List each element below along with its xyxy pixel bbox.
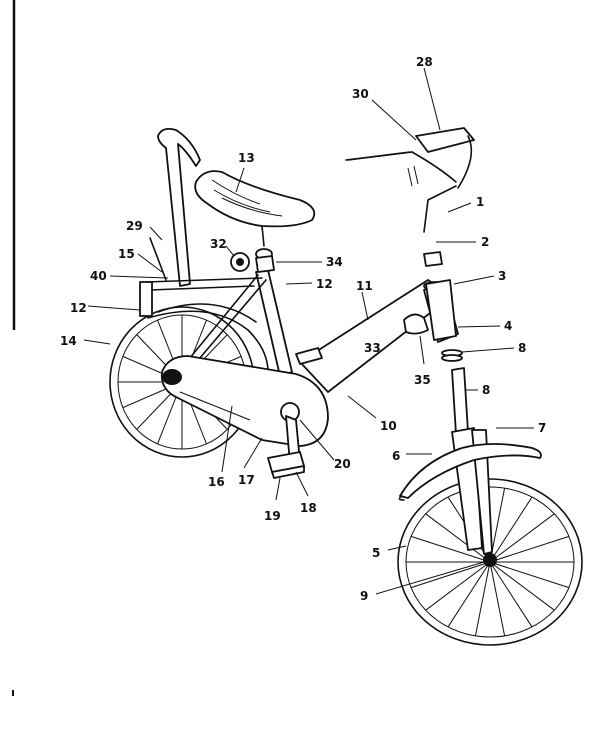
callout-6: 6 bbox=[392, 449, 400, 463]
stem-bolt bbox=[423, 251, 443, 267]
front-spoke bbox=[447, 561, 491, 628]
rear-pedal bbox=[295, 347, 323, 365]
fork-stem bbox=[451, 367, 469, 435]
frame bbox=[179, 269, 459, 393]
callout-7: 7 bbox=[538, 421, 546, 435]
pedal bbox=[267, 451, 305, 479]
front-spoke bbox=[425, 561, 491, 611]
callout-35: 35 bbox=[414, 373, 431, 387]
callout-4: 4 bbox=[504, 319, 512, 333]
callout-8a: 8 bbox=[518, 341, 526, 355]
front-spoke bbox=[489, 496, 533, 563]
callout-40: 40 bbox=[90, 269, 107, 283]
callout-20: 20 bbox=[334, 457, 351, 471]
scan-dot bbox=[12, 690, 14, 696]
callout-30: 30 bbox=[352, 87, 369, 101]
sissy-bar bbox=[157, 127, 201, 287]
front-spoke bbox=[489, 561, 506, 636]
callout-29: 29 bbox=[126, 219, 143, 233]
front-spoke bbox=[410, 561, 491, 589]
leader-lines bbox=[83, 67, 534, 595]
callout-34: 34 bbox=[326, 255, 343, 269]
front-spoke bbox=[489, 561, 555, 611]
callout-11: 11 bbox=[356, 279, 373, 293]
front-spoke bbox=[489, 561, 570, 589]
callout-3: 3 bbox=[498, 269, 506, 283]
callout-10: 10 bbox=[380, 419, 397, 433]
callout-12a: 12 bbox=[70, 301, 87, 315]
callout-1: 1 bbox=[476, 195, 484, 209]
front-spoke bbox=[489, 513, 555, 563]
callout-28: 28 bbox=[416, 55, 433, 69]
front-spoke bbox=[489, 535, 570, 563]
callout-33: 33 bbox=[364, 341, 381, 355]
front-spoke bbox=[489, 561, 533, 628]
rear-fender bbox=[147, 310, 269, 373]
callout-5: 5 bbox=[372, 546, 380, 560]
callout-32: 32 bbox=[210, 237, 227, 251]
callout-15: 15 bbox=[118, 247, 135, 261]
front-spoke bbox=[474, 561, 491, 636]
front-spoke bbox=[410, 535, 491, 563]
callout-9: 9 bbox=[360, 589, 368, 603]
callout-16: 16 bbox=[208, 475, 225, 489]
callout-13: 13 bbox=[238, 151, 255, 165]
callout-8b: 8 bbox=[482, 383, 490, 397]
chain-guard bbox=[160, 355, 329, 447]
front-spoke bbox=[425, 513, 491, 563]
callout-17: 17 bbox=[238, 473, 255, 487]
headset-cup bbox=[425, 279, 457, 341]
callout-2: 2 bbox=[481, 235, 489, 249]
callout-19: 19 bbox=[264, 509, 281, 523]
front-fender bbox=[399, 443, 542, 499]
callout-14: 14 bbox=[60, 334, 77, 348]
handlebars bbox=[345, 127, 475, 233]
callout-12b: 12 bbox=[316, 277, 333, 291]
callout-18: 18 bbox=[300, 501, 317, 515]
